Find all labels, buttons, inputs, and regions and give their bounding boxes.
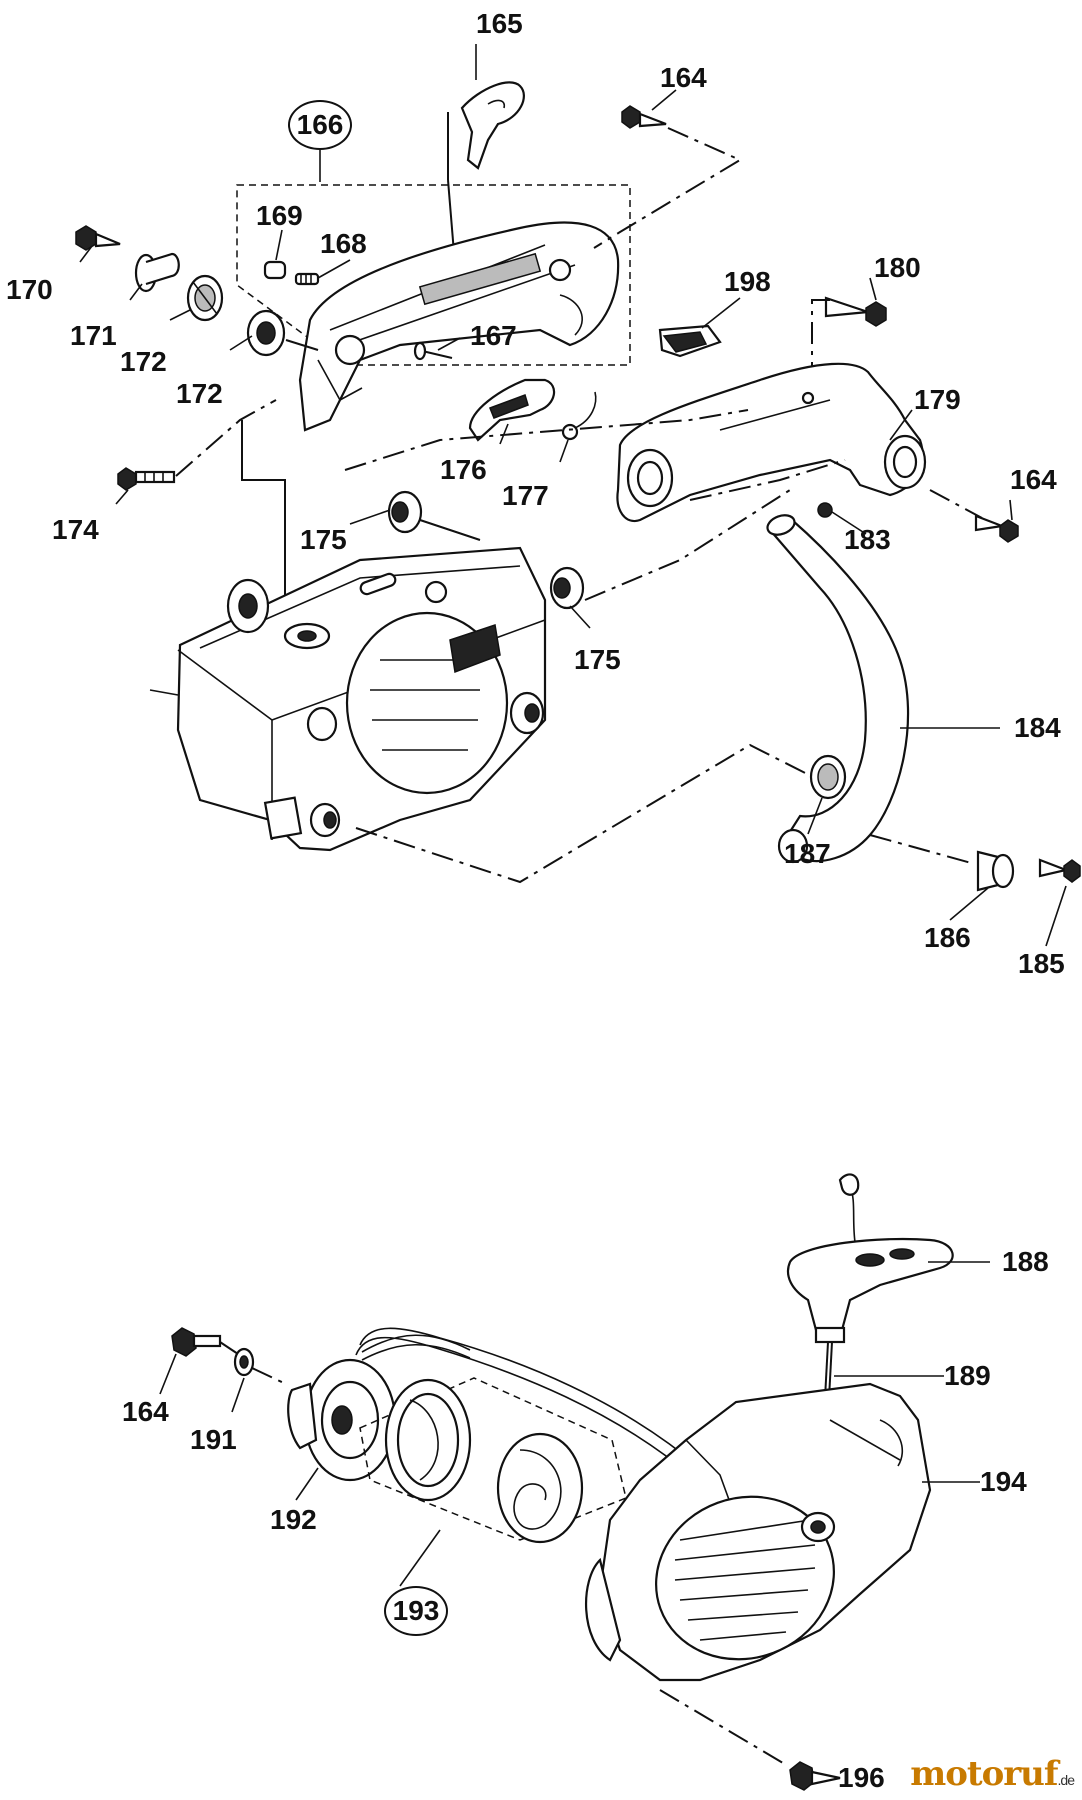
front-handle-184 — [766, 514, 910, 864]
engine-crankcase — [149, 546, 547, 852]
watermark-logo: motoruf.de — [910, 1754, 1075, 1794]
av-mount-175b — [549, 566, 585, 610]
plug-169 — [263, 260, 287, 280]
callout-169: 169 — [256, 200, 303, 231]
callout-187: 187 — [784, 838, 831, 869]
throttle-lock-176 — [468, 378, 556, 442]
callout-179: 179 — [914, 384, 961, 415]
callout-172-a: 172 — [120, 346, 167, 377]
starter-housing-194 — [585, 1382, 932, 1682]
callout-166: 166 — [288, 100, 352, 150]
callout-188: 188 — [1002, 1246, 1049, 1277]
callout-183: 183 — [844, 524, 891, 555]
rear-handle-housing — [298, 221, 620, 432]
callout-193: 193 — [384, 1586, 448, 1636]
spring-177 — [561, 391, 597, 441]
callout-174: 174 — [52, 514, 99, 545]
screw-174 — [117, 467, 176, 491]
callout-198: 198 — [724, 266, 771, 297]
callout-192: 192 — [270, 1504, 317, 1535]
callout-171: 171 — [70, 320, 117, 351]
screw-164-lower — [171, 1327, 222, 1357]
callout-196: 196 — [838, 1762, 885, 1793]
callout-186: 186 — [924, 922, 971, 953]
starter-grip-188 — [786, 1173, 954, 1344]
bushing-186 — [976, 850, 1015, 892]
callout-168: 168 — [320, 228, 367, 259]
callout-175-b: 175 — [574, 644, 621, 675]
switch-198 — [658, 324, 722, 358]
callout-176: 176 — [440, 454, 487, 485]
callout-175-a: 175 — [300, 524, 347, 555]
screw-180 — [824, 296, 887, 327]
callout-185: 185 — [1018, 948, 1065, 979]
screw-185 — [1038, 858, 1081, 883]
av-mount-172b — [246, 309, 286, 357]
callout-189: 189 — [944, 1360, 991, 1391]
watermark-text: motoruf — [910, 1754, 1058, 1794]
screw-196 — [789, 1761, 841, 1791]
top-handle-179 — [616, 362, 927, 523]
callout-170: 170 — [6, 274, 53, 305]
callout-180: 180 — [874, 252, 921, 283]
screw-170 — [75, 225, 121, 251]
washer-191 — [233, 1347, 255, 1377]
throttle-trigger-165 — [447, 81, 525, 266]
callout-172-b: 172 — [176, 378, 223, 409]
screw-164-right — [974, 514, 1019, 543]
callout-165: 165 — [476, 8, 523, 39]
spring-cassette — [384, 1378, 584, 1544]
nut-183 — [817, 502, 833, 518]
callout-164-lower: 164 — [122, 1396, 169, 1427]
rope-pulley-192 — [287, 1334, 471, 1482]
group-193-box — [359, 1377, 627, 1541]
av-mount-175a — [387, 490, 423, 534]
callout-191: 191 — [190, 1424, 237, 1455]
av-mount-172a — [186, 274, 224, 322]
callout-164-right: 164 — [1010, 464, 1057, 495]
av-mount-187 — [809, 754, 847, 800]
callout-167: 167 — [470, 320, 517, 351]
pin-167 — [413, 341, 453, 361]
spring-168 — [294, 272, 320, 286]
callout-184: 184 — [1014, 712, 1061, 743]
callout-177: 177 — [502, 480, 549, 511]
bushing-171 — [134, 252, 180, 293]
group-166-box — [236, 184, 631, 366]
watermark-suffix: .de — [1057, 1772, 1075, 1788]
screw-164-top — [621, 105, 667, 129]
callout-164-top: 164 — [660, 62, 707, 93]
callout-194: 194 — [980, 1466, 1027, 1497]
